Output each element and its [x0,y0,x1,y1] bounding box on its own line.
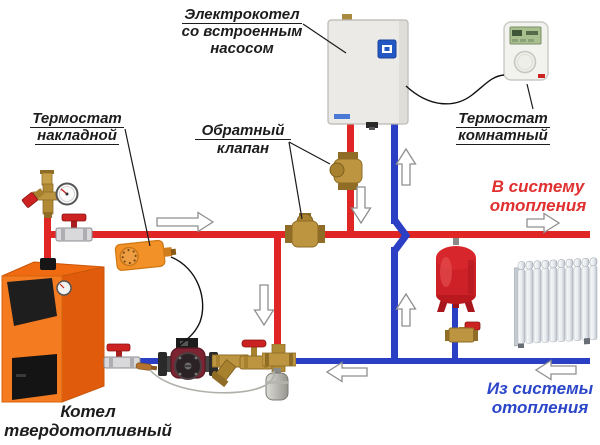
label-room-thermostat: Термостат комнатный [451,110,555,145]
flow-arrow-left-return-center [325,361,368,383]
flow-arrow-right-to-system [526,212,561,234]
air-vent [41,172,53,186]
return-pipe-riser-top [391,120,398,224]
upper-door [7,278,57,326]
safety-valve [21,188,45,208]
label-solid-fuel-boiler: Котел твердотопливный [0,402,176,440]
expansion-tank-valve [445,321,481,343]
brass-tee [262,344,296,372]
label-text: насосом [210,40,274,57]
check-valve-vertical [329,152,363,190]
label-text: Из системы [486,379,594,398]
label-text: со встроенным [181,23,303,40]
label-text: Электрокотел [182,6,302,24]
leader-check-valve-1 [288,141,331,165]
flow-arrow-down-boiler-drop [350,186,372,225]
return-ball-valve [103,343,141,369]
supply-pipe-tee-drop [274,236,281,348]
room-thermostat [503,21,549,81]
label-text: В систему [491,177,585,196]
label-text: твердотопливный [4,421,172,440]
return-pipe-riser-bottom [391,247,398,360]
flow-arrow-up-return-riser-bottom [395,292,417,327]
boiler-label [334,114,350,119]
temperature-probe [135,362,158,371]
label-text: отопления [491,398,589,417]
check-valve-horizontal [285,213,325,248]
radiator [514,257,598,348]
flue-collar [40,258,56,270]
thermostat-wire [405,74,505,105]
electric-boiler [327,14,409,130]
label-text: клапан [216,140,270,157]
drain-canister [265,368,289,401]
label-text: Обратный [201,122,285,139]
label-text: накладной [35,127,119,145]
label-text: отопления [489,196,587,215]
label-text: Термостат [456,110,550,128]
circulation-pump [158,338,218,380]
label-check-valve: Обратный клапан [195,122,291,157]
leader-room-thermostat [526,83,534,110]
label-text: комнатный [456,127,550,145]
supply-pipe-left-riser [44,212,51,266]
safety-group [21,170,79,218]
label-from-heating-system: Из системы отопления [485,379,595,417]
surface-thermostat-sensor [114,239,177,271]
flow-arrow-down-tee-drop [253,284,275,327]
valve-lever [61,213,87,222]
label-electric-boiler: Электрокотел со встроенным насосом [176,6,308,57]
flow-arrow-right-supply-left [156,211,215,233]
label-text: Термостат [30,110,124,128]
expansion-tank [436,238,476,312]
solid-fuel-boiler [1,258,105,403]
label-text: Котел [60,402,116,421]
valve-lever [106,343,131,352]
return-pipe-main [105,358,590,364]
leader-surface-thermostat [124,128,151,247]
lower-door [12,354,57,400]
flow-arrow-up-return-riser-top [395,147,417,186]
supply-ball-valve [55,213,93,242]
label-to-heating-system: В систему отопления [483,177,593,215]
label-surface-thermostat: Термостат накладной [26,110,128,145]
valve-handle [241,339,267,348]
